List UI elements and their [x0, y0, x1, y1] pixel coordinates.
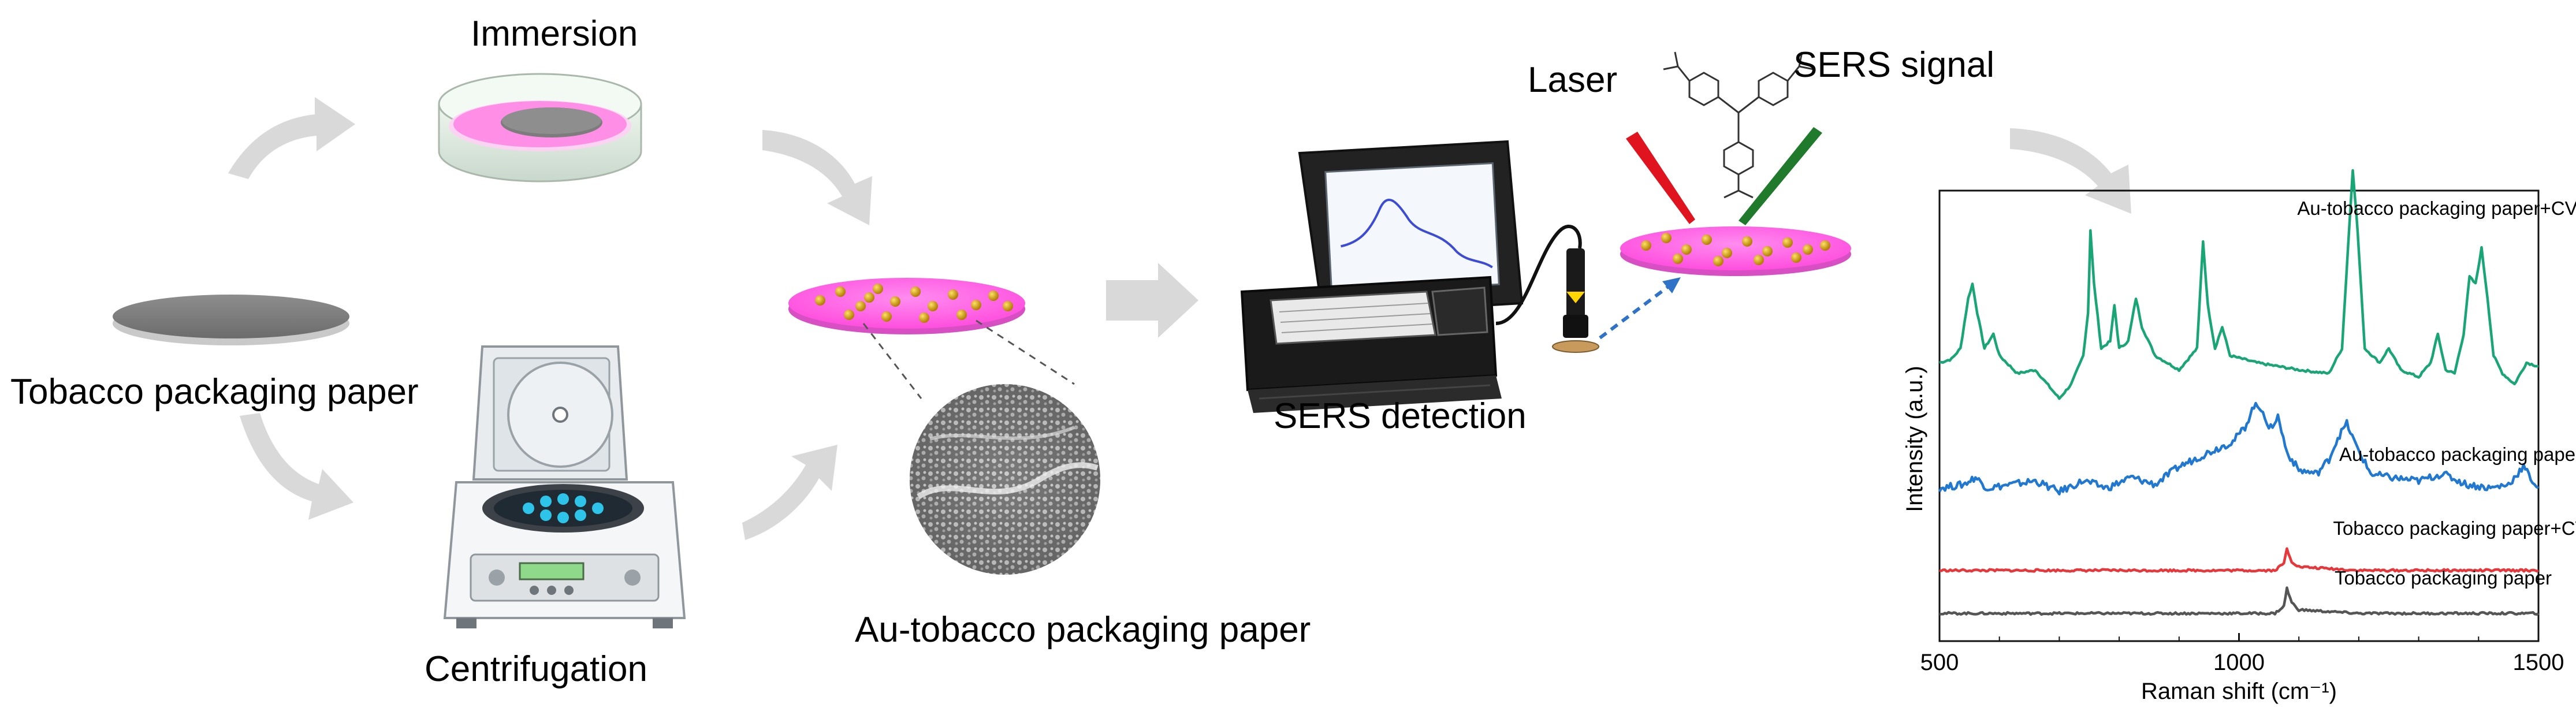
centrifuge: [443, 345, 686, 628]
flow-arrows: [228, 97, 2131, 540]
immersion-label: Immersion: [471, 14, 638, 54]
gold-nanoparticle: [1820, 240, 1830, 251]
sem-image: [910, 384, 1100, 575]
series-line: [1938, 401, 2540, 496]
tobacco-paper-disc: [113, 295, 349, 345]
gold-nanoparticle: [948, 289, 958, 300]
gold-nanoparticle: [844, 310, 854, 320]
gold-nanoparticle: [1681, 244, 1692, 255]
series-label: Tobacco packaging paper+CV: [2333, 518, 2576, 539]
series-line: [1939, 169, 2539, 400]
gold-nanoparticle: [956, 310, 967, 320]
arrow-to-spectrum: [2010, 128, 2131, 214]
laser-beam: [1626, 132, 1695, 224]
tobacco-paper-label: Tobacco packaging paper: [10, 372, 419, 412]
gold-nanoparticle: [881, 311, 892, 322]
au-paper-disc: [788, 278, 1025, 334]
y-axis-label: Intensity (a.u.): [1902, 366, 1927, 512]
gold-nanoparticle: [910, 286, 921, 297]
x-tick-label: 1000: [2213, 650, 2265, 675]
series-label: Au-tobacco packaging paper+CV: [2297, 198, 2576, 219]
sers-device: [1240, 140, 1524, 413]
gold-nanoparticle: [1713, 256, 1723, 266]
crystal-violet-molecule: [1663, 51, 1814, 199]
arrow-to-centrifugation: [240, 413, 353, 520]
sers-substrate: [1620, 226, 1851, 276]
gold-nanoparticle: [1803, 244, 1813, 255]
centrifuge-tubes: [523, 493, 604, 523]
dashed-arrow: [1599, 277, 1681, 340]
series-line: [1939, 586, 2540, 616]
gold-nanoparticle: [855, 301, 866, 311]
gold-nanoparticle: [919, 312, 929, 323]
centrifugation-label: Centrifugation: [425, 649, 648, 689]
gold-nanoparticle: [1722, 248, 1732, 258]
arrow-immersion-to-au: [762, 130, 872, 225]
gold-nanoparticle: [890, 296, 900, 307]
zoom-lines: [862, 319, 1075, 399]
gold-nanoparticles: [815, 284, 1013, 323]
gold-nanoparticle: [815, 295, 825, 306]
series-label: Au-tobacco packaging paper: [2339, 444, 2576, 465]
x-axis-label: Raman shift (cm⁻¹): [2141, 679, 2337, 704]
series-line: [1939, 547, 2539, 573]
gold-nanoparticle: [1641, 240, 1651, 251]
device-screen-trace: [1341, 199, 1493, 269]
x-tick-label: 500: [1920, 650, 1959, 675]
gold-nanoparticle: [835, 286, 846, 297]
sers-signal-label: SERS signal: [1793, 45, 1995, 85]
signal-beam: [1739, 127, 1822, 225]
gold-nanoparticle: [864, 292, 874, 303]
raman-probe: [1495, 225, 1599, 353]
gold-nanoparticle: [1742, 236, 1752, 247]
arrow-to-sers-device: [1106, 263, 1198, 338]
gold-nanoparticle: [1702, 234, 1712, 245]
gold-nanoparticle: [1754, 255, 1764, 265]
series-label: Tobacco packaging paper: [2335, 567, 2552, 589]
gold-nanoparticles-sers: [1641, 233, 1830, 266]
gold-nanoparticle: [1782, 237, 1793, 248]
petri-dish: [438, 73, 642, 183]
gold-nanoparticle: [1661, 233, 1672, 243]
arrow-to-immersion: [228, 97, 355, 179]
gold-nanoparticle: [1003, 301, 1013, 311]
gold-nanoparticle: [1762, 246, 1773, 256]
gold-nanoparticle: [1673, 254, 1683, 264]
gold-nanoparticle: [873, 284, 883, 294]
gold-nanoparticle: [971, 300, 981, 310]
arrow-centrifugation-to-au: [742, 445, 837, 540]
laser-label: Laser: [1528, 60, 1618, 100]
gold-nanoparticle: [988, 291, 999, 301]
gold-nanoparticle: [1791, 252, 1801, 263]
sers-detection-label: SERS detection: [1274, 396, 1527, 436]
au-paper-label: Au-tobacco packaging paper: [855, 610, 1311, 650]
gold-nanoparticle: [928, 301, 938, 311]
x-tick-label: 1500: [2513, 650, 2564, 675]
